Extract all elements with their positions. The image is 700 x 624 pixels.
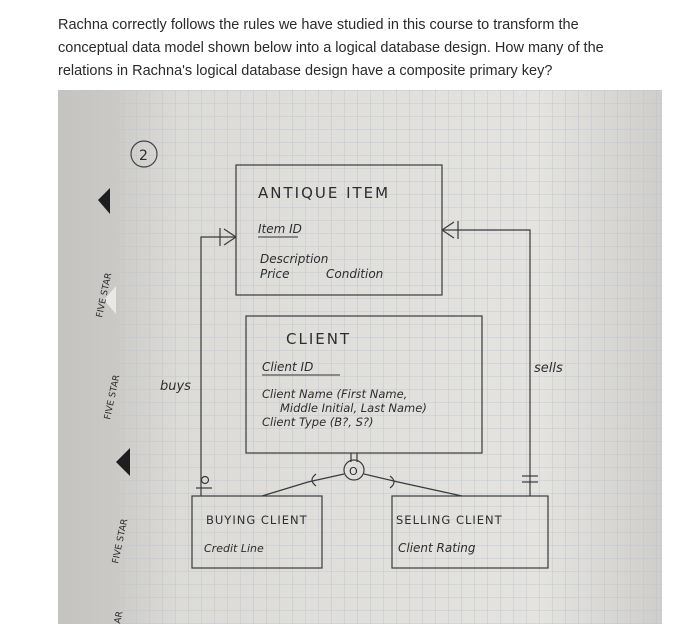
erd-diagram: FIVE STAR FIVE STAR FIVE STAR AR 2 ANTIQ… — [58, 90, 662, 624]
buying-client-title: BUYING CLIENT — [206, 513, 308, 527]
grid-paper — [58, 90, 662, 624]
client-title: CLIENT — [286, 330, 351, 348]
selling-client-rating: Client Rating — [398, 541, 476, 555]
subtype-branch-left — [261, 473, 345, 497]
binder-strip — [58, 90, 120, 624]
antique-item-title: ANTIQUE ITEM — [258, 184, 390, 202]
buys-line — [200, 236, 236, 496]
subtype-circle — [343, 459, 365, 481]
sells-label: sells — [534, 361, 563, 376]
antique-item-price: Price — [260, 267, 289, 281]
client-name-parts: Middle Initial, Last Name) — [280, 401, 427, 415]
punch-hole-1 — [98, 188, 110, 214]
entity-selling-client: SELLING CLIENT Client Rating — [391, 495, 549, 569]
entity-client: CLIENT Client ID Client Name (First Name… — [245, 315, 483, 454]
client-name: Client Name (First Name, — [262, 387, 407, 401]
antique-item-description: Description — [260, 252, 328, 266]
client-key: Client ID — [262, 360, 313, 374]
punch-hole-3 — [116, 448, 130, 476]
selling-client-title: SELLING CLIENT — [396, 513, 503, 527]
buying-client-box — [191, 495, 323, 569]
relationship-sells — [441, 221, 538, 496]
question-line-3: relations in Rachna's logical database d… — [58, 63, 553, 79]
page-number-circle — [130, 140, 158, 168]
buys-crowfoot-bottom — [223, 236, 237, 246]
subset-mark-right — [389, 475, 395, 489]
client-type: Client Type (B?, S?) — [262, 415, 374, 429]
question-line-2: conceptual data model shown below into a… — [58, 40, 604, 56]
question-line-1: Rachna correctly follows the rules we ha… — [58, 17, 579, 33]
sells-crowfoot-bottom — [441, 229, 455, 239]
subtype-connector — [261, 453, 463, 497]
buying-client-credit-line: Credit Line — [204, 542, 264, 555]
sells-crowfoot-top — [441, 221, 455, 231]
question-text: Rachna correctly follows the rules we ha… — [58, 14, 628, 83]
antique-item-key: Item ID — [258, 222, 302, 236]
subtype-branch-right — [363, 473, 463, 497]
sells-line — [442, 229, 531, 496]
client-box — [245, 315, 483, 454]
subset-mark-left — [311, 473, 317, 487]
buys-optional-circle — [200, 475, 210, 485]
buys-label: buys — [160, 379, 191, 394]
entity-buying-client: BUYING CLIENT Credit Line — [191, 495, 323, 569]
spine-text-4: AR — [113, 610, 125, 624]
buys-crowfoot-top — [223, 228, 237, 238]
selling-client-box — [391, 495, 549, 569]
antique-item-condition: Condition — [326, 267, 383, 281]
punch-hole-2 — [104, 286, 116, 314]
relationship-buys — [196, 228, 237, 496]
diagram-photo: FIVE STAR FIVE STAR FIVE STAR AR 2 ANTIQ… — [58, 90, 662, 624]
page-number: 2 — [139, 148, 148, 164]
subtype-symbol: O — [349, 465, 358, 478]
